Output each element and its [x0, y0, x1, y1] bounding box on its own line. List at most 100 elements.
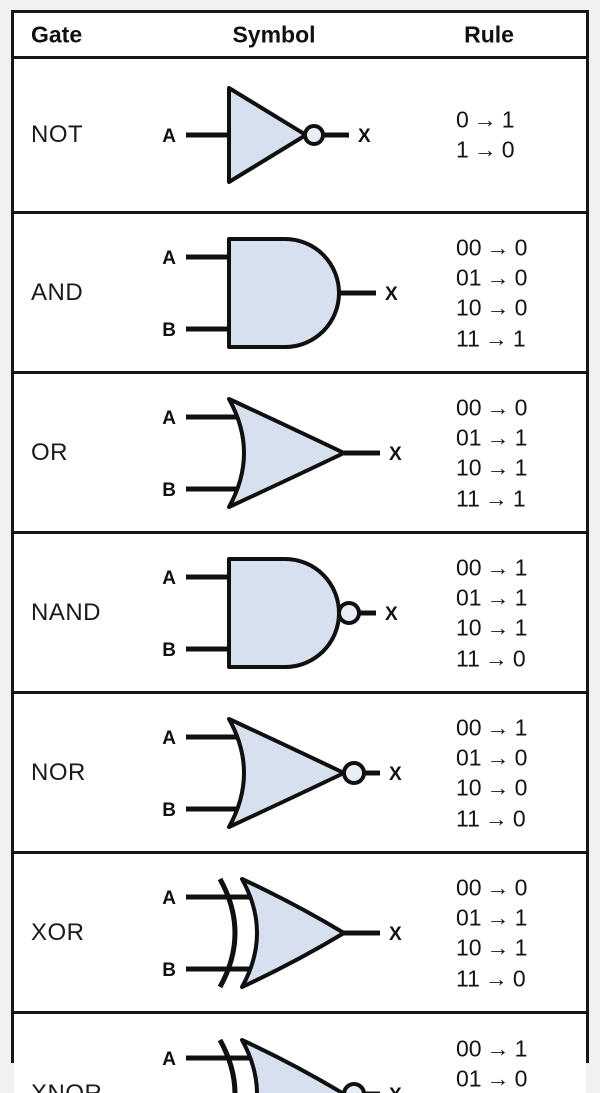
input-label-b: B	[162, 320, 176, 341]
rule-input: 00	[456, 713, 482, 740]
gate-name-xnor: XNOR	[31, 1080, 102, 1093]
rule-input: 01	[456, 584, 482, 611]
rule-line: 10→1	[444, 933, 584, 963]
rule-arrow-icon: →	[486, 264, 510, 291]
rule-arrow-icon: →	[486, 424, 510, 451]
rule-output: 1	[512, 484, 526, 511]
input-label-a: A	[162, 568, 176, 589]
rule-input: 10	[456, 934, 482, 961]
rule-input: 00	[456, 393, 482, 420]
input-label-a: A	[162, 728, 176, 749]
rule-output: 0	[514, 1065, 528, 1092]
nor-gate-body	[227, 716, 346, 829]
table-row: XNORABX00→101→010→011→1	[14, 1014, 586, 1093]
rule-output: 1	[514, 1035, 528, 1062]
xor-gate-body	[240, 876, 346, 989]
rule-arrow-icon: →	[486, 393, 510, 420]
rule-input: 01	[456, 264, 482, 291]
xnor-gate-body	[240, 1038, 346, 1093]
exclusive-or-arc	[217, 1038, 238, 1093]
rule-arrow-icon: →	[484, 484, 508, 511]
rule-line: 00→1	[444, 552, 584, 582]
rule-arrow-icon: →	[486, 1065, 510, 1092]
rule-arrow-icon: →	[486, 294, 510, 321]
rule-output: 0	[512, 964, 526, 991]
rule-output: 1	[514, 424, 528, 451]
rule-output: 0	[514, 873, 528, 900]
output-label-x: X	[389, 1085, 402, 1093]
rule-input: 01	[456, 1065, 482, 1092]
input-label-b: B	[162, 960, 176, 981]
rule-output: 1	[514, 904, 528, 931]
rule-output: 0	[514, 774, 528, 801]
rule-input: 11	[456, 644, 480, 671]
nand-gate-body	[227, 556, 341, 669]
rule-line: 1→0	[444, 135, 584, 165]
rule-input: 11	[456, 964, 480, 991]
rule-input: 10	[456, 614, 482, 641]
rule-output: 0	[512, 804, 526, 831]
gate-name-not: NOT	[31, 121, 84, 148]
input-label-a: A	[162, 248, 176, 269]
rule-line: 01→1	[444, 902, 584, 932]
rule-input: 10	[456, 294, 482, 321]
rule-input: 11	[456, 324, 480, 351]
inversion-bubble-icon	[342, 1082, 366, 1093]
column-header-rule: Rule	[464, 21, 514, 47]
rule-output: 1	[514, 614, 528, 641]
rule-input: 10	[456, 774, 482, 801]
rule-output: 0	[514, 294, 528, 321]
rule-arrow-icon: →	[486, 713, 510, 740]
xnor-gate-symbol: ABX	[144, 1014, 414, 1093]
input-label-b: B	[162, 800, 176, 821]
inversion-bubble-icon	[342, 760, 366, 785]
rule-input: 0	[456, 106, 469, 133]
input-label-a: A	[162, 126, 176, 147]
output-label-x: X	[358, 126, 371, 147]
rule-arrow-icon: →	[486, 873, 510, 900]
rule-line: 11→0	[444, 803, 584, 833]
inversion-bubble-icon	[337, 600, 361, 625]
rule-line: 01→1	[444, 422, 584, 452]
rule-arrow-icon: →	[486, 934, 510, 961]
rule-line: 0→1	[444, 105, 584, 135]
input-label-b: B	[162, 480, 176, 501]
rule-arrow-icon: →	[473, 106, 497, 133]
rule-line: 00→0	[444, 872, 584, 902]
rule-arrow-icon: →	[486, 614, 510, 641]
output-label-x: X	[389, 444, 402, 465]
rule-output: 0	[512, 644, 526, 671]
rule-output: 0	[514, 264, 528, 291]
gate-name-nor: NOR	[31, 758, 86, 786]
rule-output: 1	[512, 324, 526, 351]
rule-arrow-icon: →	[486, 454, 510, 481]
rule-output: 0	[514, 233, 528, 260]
rule-input: 00	[456, 873, 482, 900]
output-label-x: X	[389, 924, 402, 945]
table-header-row: Gate Symbol Rule	[14, 13, 586, 59]
rule-input: 01	[456, 904, 482, 931]
rule-line: 10→0	[444, 773, 584, 803]
rule-output: 0	[514, 744, 528, 771]
or-gate-body	[227, 396, 346, 509]
column-header-symbol: Symbol	[232, 21, 316, 47]
rule-arrow-icon: →	[484, 804, 508, 831]
rule-line: 10→1	[444, 453, 584, 483]
rule-output: 1	[514, 584, 528, 611]
rule-line: 10→1	[444, 613, 584, 643]
output-label-x: X	[389, 764, 402, 785]
gate-name-and: AND	[31, 278, 84, 306]
rule-line: 01→1	[444, 582, 584, 612]
rule-line: 01→0	[444, 742, 584, 772]
gate-name-xor: XOR	[31, 918, 85, 946]
rule-input: 01	[456, 424, 482, 451]
input-label-a: A	[162, 1049, 176, 1070]
rule-list: 00→101→010→011→1	[444, 1033, 584, 1093]
